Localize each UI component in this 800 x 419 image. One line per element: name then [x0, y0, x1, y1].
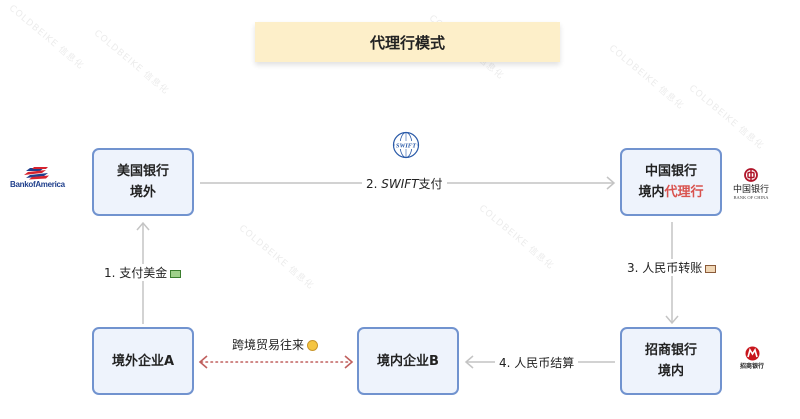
bank-of-china-logo: 中国银行 BANK OF CHINA [733, 168, 769, 200]
node-label: 招商银行 [644, 343, 697, 358]
smiley-face-icon [307, 340, 319, 351]
node-label: 中国银行 [644, 164, 697, 179]
edge-label-step2: 2. SWIFT支付 [362, 175, 447, 192]
node-bank-of-china[interactable]: 中国银行 境内代理行 [620, 148, 722, 216]
edge-label-step1: 1. 支付美金 [100, 264, 186, 281]
arrowhead-icon [344, 355, 354, 369]
node-china-merchants-bank[interactable]: 招商银行 境内 [620, 327, 722, 395]
node-label: 境外企业A [111, 353, 175, 369]
node-label: 境内企业B [377, 353, 439, 369]
node-company-a[interactable]: 境外企业A [92, 327, 194, 395]
arrowhead-icon [665, 315, 679, 325]
page-title-text: 代理行模式 [369, 33, 445, 52]
bank-of-china-cn-name: 中国银行 [733, 185, 770, 195]
arrowhead-icon [136, 221, 150, 231]
node-sublabel: 境外 [129, 185, 156, 200]
bank-of-america-logo: BankofAmerica [10, 166, 65, 189]
cmb-cn-name: 招商银行 [740, 363, 765, 370]
step-text: 3. 人民币转账 [627, 261, 703, 275]
bank-of-america-wordmark: BankofAmerica [10, 180, 65, 189]
bank-of-america-flag-icon [24, 167, 50, 180]
step-number: 2. [366, 177, 378, 191]
step-text: 1. 支付美金 [104, 266, 168, 280]
step-text: 支付 [418, 177, 443, 191]
swift-text: SWIFT [381, 177, 419, 191]
bank-of-china-en-name: BANK OF CHINA [733, 195, 769, 200]
swift-globe-icon: SWIFT [392, 131, 420, 159]
step-text: 4. 人民币结算 [499, 356, 575, 370]
svg-text:SWIFT: SWIFT [396, 143, 417, 150]
trade-text: 跨境贸易往来 [232, 338, 305, 352]
edge-label-trade: 跨境贸易往来 [228, 336, 323, 353]
node-sublabel-prefix: 境内 [638, 185, 665, 200]
cmb-emblem-icon [745, 346, 759, 361]
node-bank-of-america[interactable]: 美国银行 境外 [92, 148, 194, 216]
correspondent-bank-highlight: 代理行 [664, 185, 704, 200]
yen-banknote-icon [705, 264, 717, 273]
edge-label-step4: 4. 人民币结算 [495, 354, 579, 371]
node-company-b[interactable]: 境内企业B [357, 327, 459, 395]
arrowhead-icon [606, 176, 616, 190]
page-title: 代理行模式 [255, 22, 560, 62]
node-sublabel: 境内代理行 [638, 182, 703, 203]
node-sublabel: 境内 [657, 364, 684, 379]
dollar-banknote-icon [170, 269, 182, 278]
arrowhead-icon [464, 355, 474, 369]
china-merchants-bank-logo: 招商银行 [740, 346, 764, 370]
bank-of-china-emblem-icon [744, 168, 758, 182]
edge-label-step3: 3. 人民币转账 [623, 259, 721, 276]
arrowhead-icon [198, 355, 208, 369]
node-label: 美国银行 [116, 164, 169, 179]
